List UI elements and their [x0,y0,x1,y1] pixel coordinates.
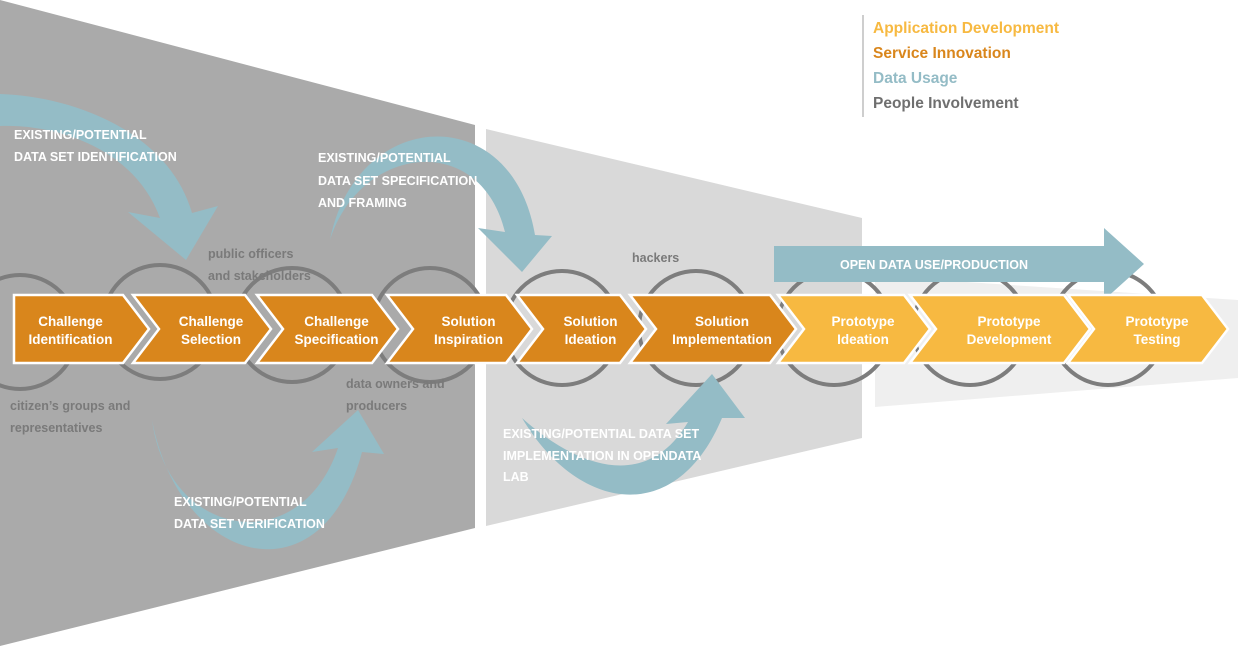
process-step-2 [130,293,273,365]
legend-item-data-usage: Data Usage [873,70,958,87]
legend-item-people-involvement: People Involvement [873,95,1019,112]
arrow-open-data [774,228,1144,300]
label-citizens: citizen’s groups and representatives [10,399,134,435]
actor-labels: public officers and stakeholders citizen… [10,247,679,435]
label-data-specification: EXISTING/POTENTIAL DATA SET SPECIFICATIO… [318,151,481,210]
process-step-3 [254,293,400,365]
label-hackers: hackers [632,251,679,265]
process-step-8 [907,293,1092,365]
label-open-data: OPEN DATA USE/PRODUCTION [840,258,1028,272]
process-step-7 [775,293,932,365]
legend: Application Development Service Innovati… [862,15,1059,117]
process-step-6 [627,293,798,365]
process-step-9 [1065,293,1230,365]
data-action-labels: EXISTING/POTENTIAL DATA SET IDENTIFICATI… [14,128,1028,531]
process-step-4 [384,293,534,365]
data-flow-arrows [0,94,1144,550]
legend-item-application-development: Application Development [873,20,1059,37]
legend-item-service-innovation: Service Innovation [873,45,1011,62]
label-data-identification: EXISTING/POTENTIAL DATA SET IDENTIFICATI… [14,128,177,164]
label-public-officers: public officers and stakeholders [208,247,311,283]
process-step-5 [514,293,648,365]
arrow-identification [0,94,218,260]
label-data-implementation: EXISTING/POTENTIAL DATA SET IMPLEMENTATI… [503,427,704,484]
arrow-verification [152,410,384,550]
label-data-verification: EXISTING/POTENTIAL DATA SET VERIFICATION [174,495,325,531]
arrow-specification [330,136,552,272]
process-step-1 [12,293,151,365]
label-data-owners: data owners and producers [346,377,448,413]
arrow-implementation [522,374,745,495]
